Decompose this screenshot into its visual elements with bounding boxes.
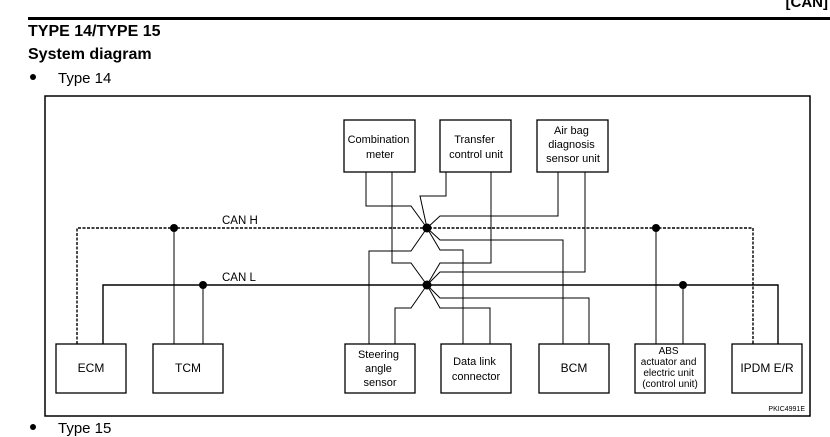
tcm-label: TCM xyxy=(175,361,201,375)
bcm-label: BCM xyxy=(561,361,588,375)
tcm-box xyxy=(152,343,224,394)
abs-actuator-unit-label: ABS actuator and electric unit (control … xyxy=(641,346,699,390)
junction-dot xyxy=(422,280,432,290)
diagram-frame xyxy=(44,95,811,417)
bullet-dot-icon xyxy=(30,424,36,431)
can-l-bus xyxy=(102,284,779,344)
combination-meter-label: Combination meter xyxy=(348,134,413,161)
airbag-diagnosis-sensor-unit-box xyxy=(536,119,609,173)
bullet-type14: Type 14 xyxy=(30,70,111,87)
junction-dot xyxy=(679,281,687,289)
ipdm-er-label: IPDM E/R xyxy=(740,361,794,375)
junction-dot xyxy=(199,281,207,289)
figure-code: PKIC4991E xyxy=(768,406,805,413)
airbag-diagnosis-sensor-unit-label: Air bag diagnosis sensor unit xyxy=(546,125,600,165)
steering-angle-sensor-box xyxy=(344,343,416,394)
ipdm-er-box xyxy=(731,343,803,394)
combination-meter-box xyxy=(343,119,416,173)
header-rule xyxy=(28,17,830,20)
can-h-label: CAN H xyxy=(222,215,258,227)
transfer-control-unit-label: Transfer control unit xyxy=(449,134,503,161)
bullet-label: Type 14 xyxy=(58,70,112,87)
bus-drop-wires xyxy=(173,228,684,344)
bcm-box xyxy=(538,343,610,394)
bullet-dot-icon xyxy=(30,74,36,81)
section-subtitle: System diagram xyxy=(28,46,152,63)
transfer-control-unit-box xyxy=(439,119,512,173)
data-link-connector-label: Data link connector xyxy=(452,356,501,383)
page-title: TYPE 14/TYPE 15 xyxy=(28,23,161,40)
ecm-label: ECM xyxy=(78,361,105,375)
ecm-box xyxy=(55,343,127,394)
can-l-label: CAN L xyxy=(222,272,256,284)
junction-dots xyxy=(170,223,687,290)
junction-dot xyxy=(652,224,660,232)
abs-actuator-unit-box xyxy=(634,343,706,394)
hub-wiring xyxy=(365,172,590,344)
section-tag: [CAN] xyxy=(785,0,829,11)
data-link-connector-box xyxy=(440,343,512,394)
steering-angle-sensor-label: Steering angle sensor xyxy=(358,349,402,389)
junction-dot xyxy=(422,223,432,233)
junction-dot xyxy=(170,224,178,232)
